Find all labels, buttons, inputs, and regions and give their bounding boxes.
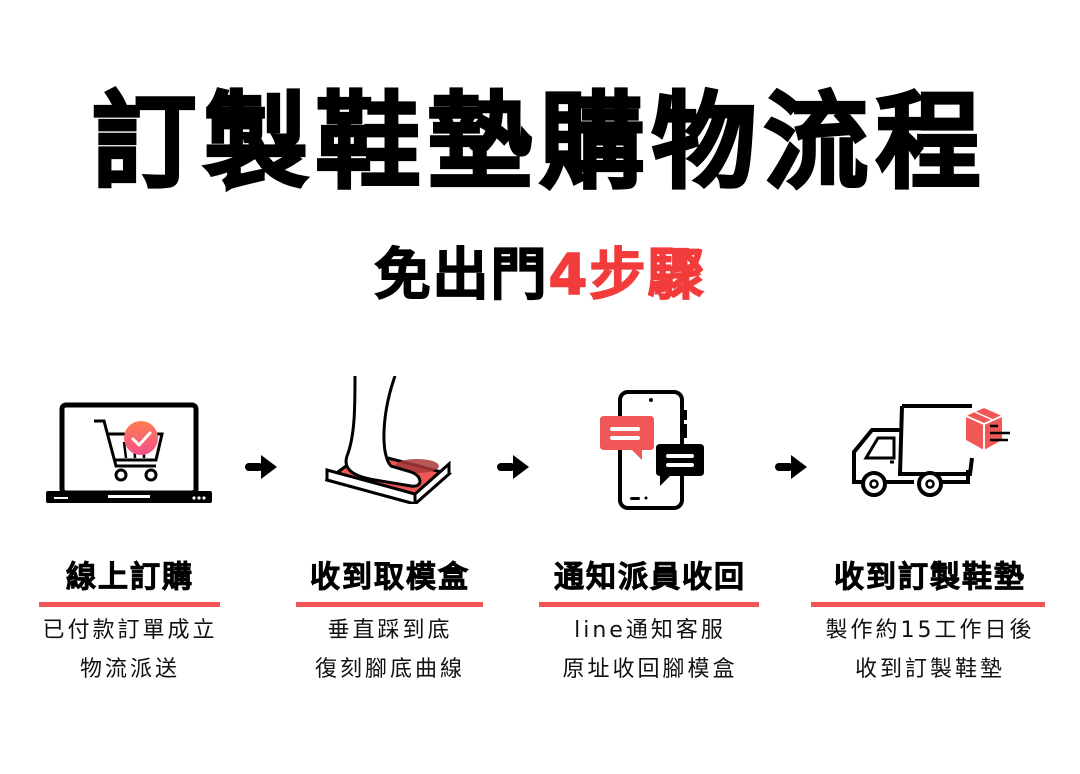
page-subtitle: 免出門4步驟 <box>0 240 1080 312</box>
step-4-desc-line1: 製作約15工作日後 <box>825 618 1035 643</box>
step-2-title: 收到取模盒 <box>310 560 470 596</box>
step-3-desc-line2: 原址收回腳模盒 <box>562 657 738 682</box>
page-title: 訂製鞋墊購物流程 <box>90 81 988 204</box>
step-4-desc-line2: 收到訂製鞋墊 <box>854 657 1005 682</box>
arrow-right-icon <box>245 455 277 479</box>
step-1-underline <box>39 602 220 607</box>
phone-chat-icon <box>600 390 704 510</box>
step-3-title: 通知派員收回 <box>554 560 746 596</box>
step-2-underline <box>296 602 483 607</box>
subtitle-accent: 4步驟 <box>548 242 706 309</box>
step-2-desc-line1: 垂直踩到底 <box>327 618 453 643</box>
subtitle-prefix: 免出門 <box>374 242 549 309</box>
step-4-underline <box>811 602 1045 607</box>
step-1-title: 線上訂購 <box>66 560 194 596</box>
step-4-title: 收到訂製鞋墊 <box>834 560 1026 596</box>
arrow-right-icon <box>497 455 529 479</box>
step-2-desc-line2: 復刻腳底曲線 <box>314 657 465 682</box>
laptop-cart-check-icon <box>46 402 212 503</box>
foot-impression-box-icon <box>325 376 453 504</box>
step-1-desc-line2: 物流派送 <box>79 657 180 682</box>
delivery-truck-icon <box>852 404 1010 497</box>
step-1-desc-line1: 已付款訂單成立 <box>42 618 218 643</box>
step-3-underline <box>539 602 759 607</box>
step-3-desc-line1: line通知客服 <box>574 618 726 643</box>
arrow-right-icon <box>775 455 807 479</box>
